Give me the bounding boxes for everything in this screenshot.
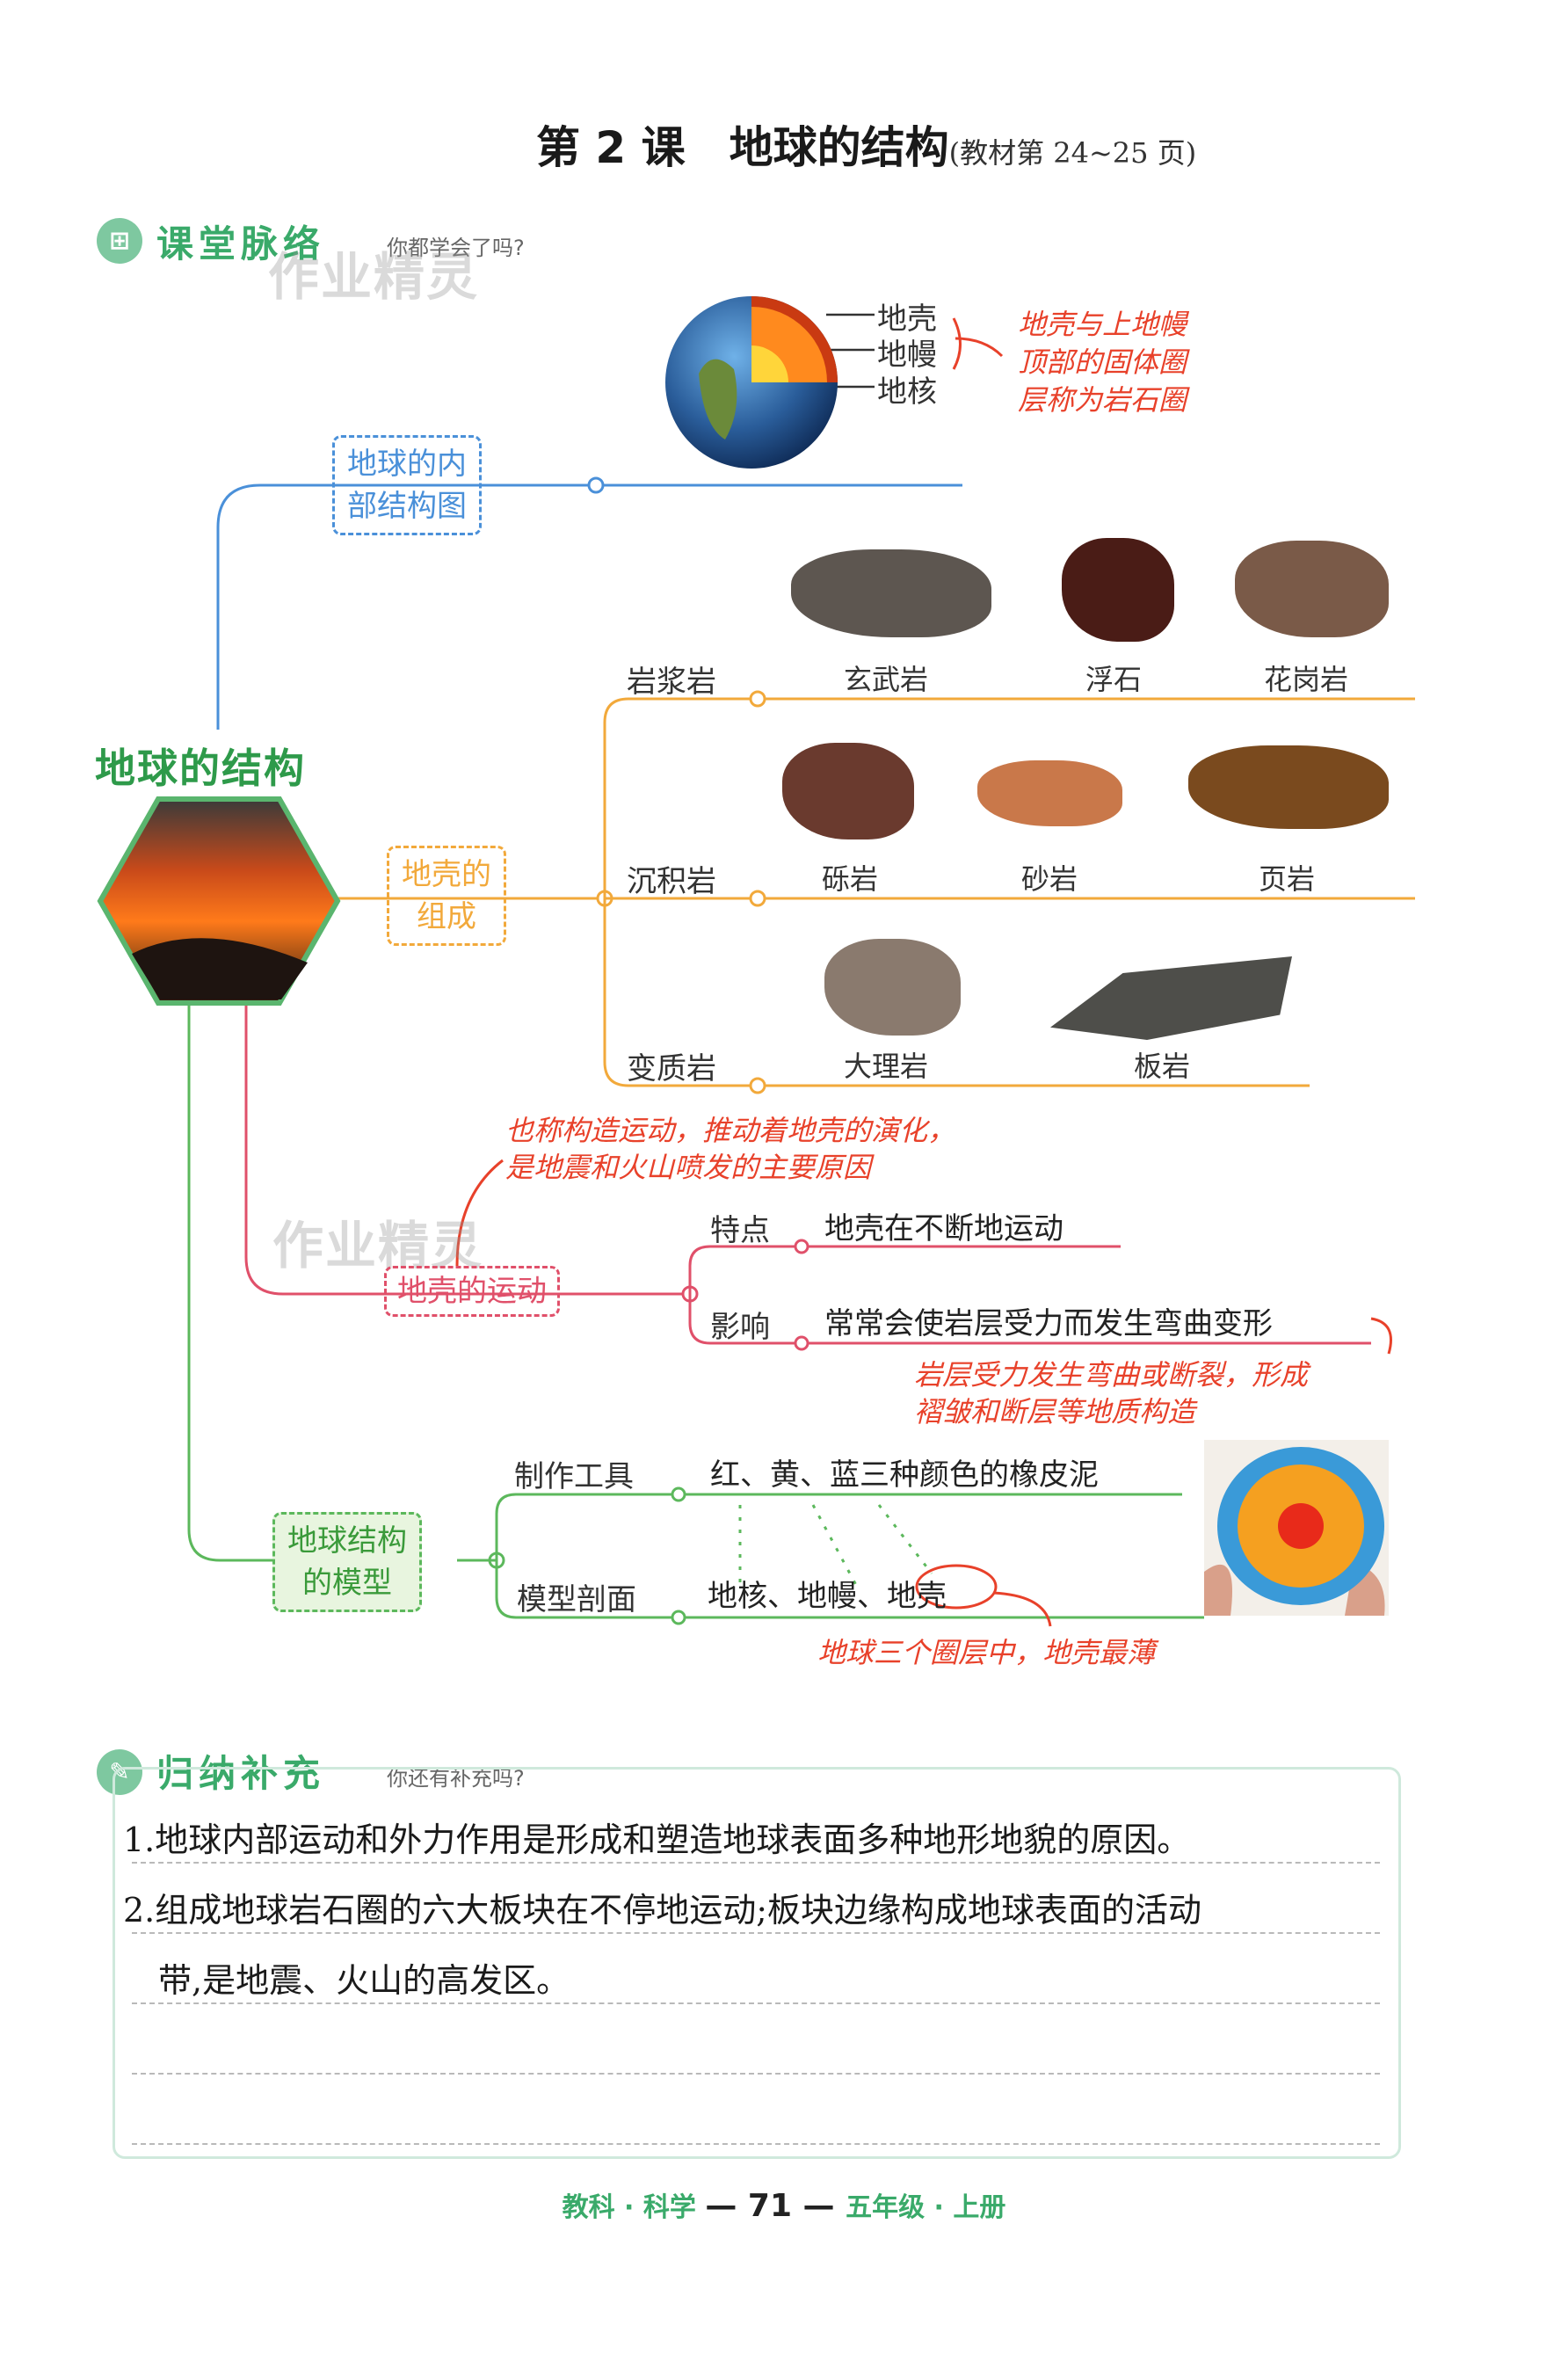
layer-core-label: 地核 — [877, 367, 937, 411]
summary-line-3: 带,是地震、火山的高发区。 — [158, 1953, 570, 2002]
clay-model-image — [1204, 1440, 1389, 1616]
effect-label: 影响 — [710, 1303, 770, 1346]
basalt-label: 玄武岩 — [844, 658, 928, 698]
crust-thinnest-note: 地球三个圈层中，地壳最薄 — [817, 1631, 1155, 1671]
marble-label: 大理岩 — [844, 1044, 928, 1085]
feature-text: 地壳在不断地运动 — [824, 1204, 1063, 1247]
tectonic-motion-note: 也称构造运动，推动着地壳的演化， 是地震和火山喷发的主要原因 — [505, 1112, 955, 1186]
effect-text: 常常会使岩层受力而发生弯曲变形 — [824, 1299, 1273, 1342]
summary-line-1: 1.地球内部运动和外力作用是形成和塑造地球表面多种地形地貌的原因。 — [123, 1813, 1190, 1861]
summary-line-2: 2.组成地球岩石圈的六大板块在不停地运动;板块边缘构成地球表面的活动 — [123, 1883, 1201, 1931]
branch-crust-composition: 地壳的 组成 — [387, 846, 506, 946]
volcano-lava-image — [97, 796, 341, 1007]
tool-text: 红、黄、蓝三种颜色的橡皮泥 — [710, 1450, 1099, 1494]
pumice-label: 浮石 — [1085, 658, 1142, 698]
shale-image — [1188, 745, 1389, 829]
page-number: 71 — [748, 2188, 792, 2224]
branch-earth-model: 地球结构 的模型 — [272, 1512, 422, 1612]
igneous-rock-label: 岩浆岩 — [627, 658, 716, 701]
page-footer: 教科 · 科学 — 71 — 五年级 · 上册 — [0, 2185, 1568, 2224]
slate-label: 板岩 — [1134, 1044, 1190, 1085]
lithosphere-note: 地壳与上地幔 顶部的固体圈 层称为岩石圈 — [1018, 306, 1187, 419]
feature-label: 特点 — [710, 1206, 770, 1249]
section-text: 地核、地幔、地壳 — [708, 1572, 947, 1615]
fold-fault-note: 岩层受力发生弯曲或断裂，形成 褶皱和断层等地质构造 — [914, 1356, 1308, 1430]
pumice-image — [1062, 538, 1174, 642]
sandstone-image — [977, 760, 1122, 826]
branch-crust-motion: 地壳的运动 — [384, 1266, 560, 1317]
marble-image — [824, 939, 961, 1036]
metamorphic-rock-label: 变质岩 — [627, 1044, 716, 1087]
root-node-title: 地球的结构 — [95, 737, 306, 795]
conglomerate-image — [782, 743, 914, 839]
sandstone-label: 砂岩 — [1021, 857, 1078, 898]
basalt-image — [791, 549, 991, 637]
branch-inner-structure: 地球的内 部结构图 — [332, 435, 482, 535]
footer-subject: 教科 · 科学 — [563, 2192, 696, 2223]
section-label: 模型剖面 — [517, 1575, 636, 1618]
granite-image — [1235, 541, 1389, 637]
earth-cutaway-illustration — [664, 294, 839, 470]
granite-label: 花岗岩 — [1264, 658, 1348, 698]
footer-grade: 五年级 · 上册 — [846, 2192, 1005, 2223]
tool-label: 制作工具 — [514, 1452, 634, 1495]
shale-label: 页岩 — [1259, 857, 1315, 898]
sedimentary-rock-label: 沉积岩 — [627, 857, 716, 900]
conglomerate-label: 砾岩 — [822, 857, 878, 898]
